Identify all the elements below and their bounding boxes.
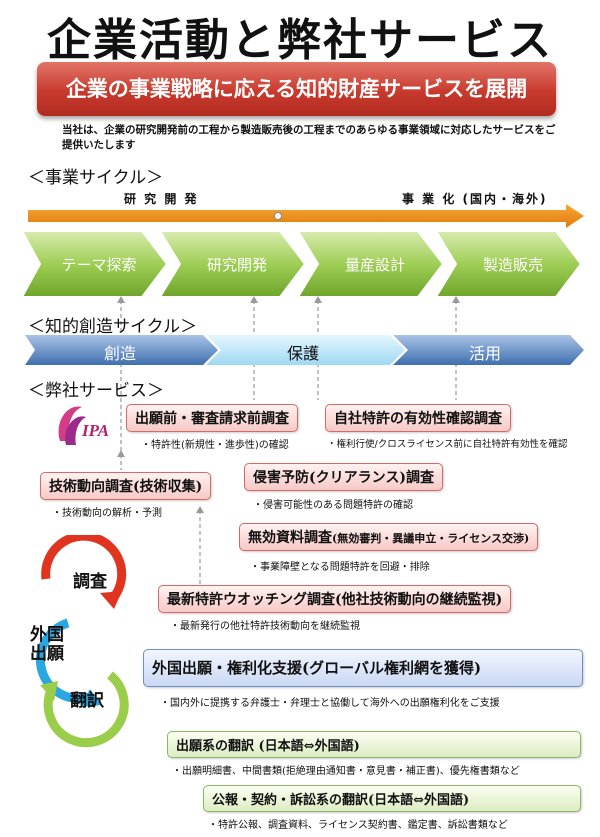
ip-cycle-bar [25,335,584,365]
service-desc-patent-watching: ・最新発行の他社特許技術動向を継続監視 [170,621,360,632]
service-box-clearance-search: 侵害予防(クリアランス)調査 [244,463,443,491]
arrow-marker-dot [274,212,282,220]
cycle-word-search: 調査 [73,572,107,592]
cycle-diagram [35,535,129,748]
arrow-label-right: 事 業 化 (国内・海外) [402,192,548,206]
ip-phase-label-1: 創造 [103,344,136,363]
ip-phase-label-2: 保護 [286,344,319,363]
step-chevron-2 [158,230,307,298]
intro-text: 当社は、企業の研究開発前の工程から製造販売後の工程までのあらゆる事業領域に対応し… [62,124,556,151]
service-desc-filing-translation: ・出願明細書、中間書類(拒絶理由通知書・意見書・補正書)、優先権書類など [172,766,520,777]
service-box-filing-translation: 出願系の翻訳 (日本語⇔外国語) [167,731,581,758]
business-cycle-heading: ＜事業サイクル＞ [28,168,164,188]
service-box-patent-watching: 最新特許ウオッチング調査(他社技術動向の継続監視) [158,585,512,613]
step-label-4: 製造販売 [482,256,543,274]
service-desc-clearance-search: ・侵害可能性のある問題特許の確認 [253,500,413,511]
ip-phase-label-3: 活用 [468,344,501,363]
step-chevron-3 [296,230,445,298]
ipa-logo-swirl-icon [58,406,86,445]
service-box-publication-translation: 公報・契約・訴訟系の翻訳(日本語⇔外国語) [203,785,581,812]
cycle-word-foreign-filing: 外国出願 [30,625,64,664]
ip-phase-create [25,335,218,365]
service-box-invalidity-search: 無効資料調査(無効審判・異議申立・ライセンス交渉) [239,523,539,551]
step-label-1: テーマ探索 [61,256,137,274]
step-label-3: 量産設計 [344,256,405,274]
service-desc-pre-filing-search: ・特許性(新規性・進歩性)の確認 [141,440,289,451]
service-box-foreign-filing-support: 外国出願・権利化支援(グローバル権利網を獲得) [143,649,583,687]
cycle-arc-green [43,671,129,748]
service-desc-validity-search: ・権利行使/クロスライセンス前に自社特許有効性を確認 [327,439,568,450]
ip-cycle-heading: ＜知的創造サイクル＞ [28,317,198,337]
services-heading: ＜弊社サービス＞ [28,381,164,401]
service-desc-foreign-filing-support: ・国内外に提携する弁護士・弁理士と協働して海外への出願権利化をご支援 [160,698,500,709]
step-chevron-4 [434,230,583,298]
service-desc-invalidity-search: ・事業障壁となる問題特許を回避・排除 [250,562,430,573]
page-title: 企業活動と弊社サービス [47,15,553,66]
service-box-validity-search: 自社特許の有効性確認調査 [325,404,511,432]
business-arrow [28,204,584,228]
step-label-2: 研究開発 [206,256,267,274]
cycle-arc-blue [35,618,92,704]
ip-phase-protect [206,335,405,365]
service-note-invalidity-search: (無効審判・異議申立・ライセンス交渉) [332,532,530,545]
headline-banner: 企業の事業戦略に応える知的財産サービスを展開 [37,62,556,116]
service-desc-publication-translation: ・特許公報、調査資料、ライセンス契約書、鑑定書、訴訟書類など [208,820,508,831]
ipa-logo-text: IPA [82,421,110,440]
step-chevron-1 [22,230,169,298]
service-desc-tech-trend-search: ・技術動向の解析・予測 [52,508,162,519]
service-box-pre-filing-search: 出願前・審査請求前調査 [126,404,298,432]
ip-phase-use [393,335,584,365]
cycle-arc-red [41,535,127,600]
business-steps [22,230,583,298]
cycle-word-translation: 翻訳 [70,691,104,711]
arrow-label-left: 研 究 開 発 [124,192,199,206]
service-box-tech-trend-search: 技術動向調査(技術収集) [40,472,212,500]
service-title-invalidity-search: 無効資料調査 [248,530,332,546]
